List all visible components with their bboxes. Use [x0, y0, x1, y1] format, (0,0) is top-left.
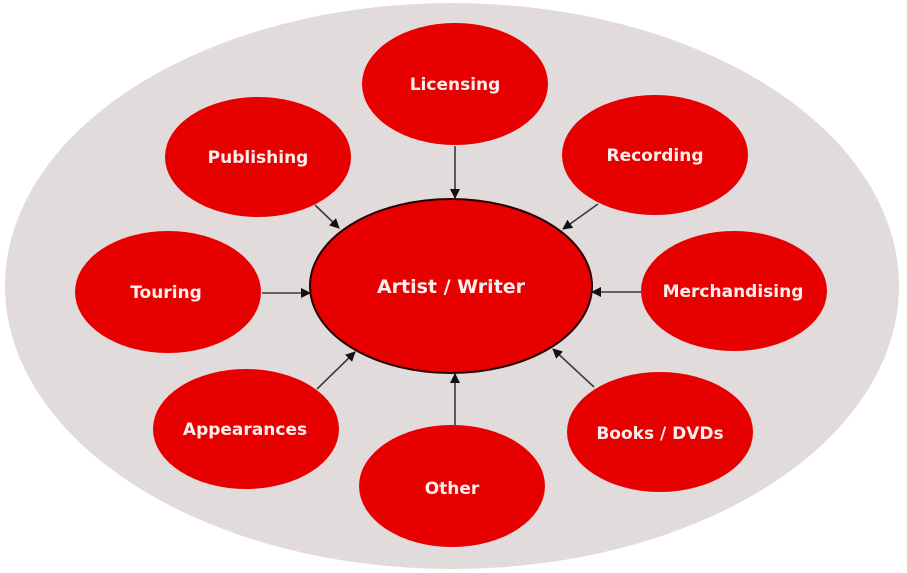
- center-node: Artist / Writer: [309, 198, 593, 374]
- node-recording: Recording: [562, 95, 748, 215]
- center-node-shape: [309, 198, 593, 374]
- node-books-dvds-label: Books / DVDs: [596, 424, 723, 444]
- node-merchandising-shape: [641, 231, 827, 351]
- edge-recording: [562, 203, 599, 230]
- node-licensing-label: Licensing: [410, 75, 501, 95]
- node-other-label: Other: [425, 479, 480, 499]
- node-other-shape: [359, 425, 545, 547]
- edge-appearances: [316, 351, 356, 390]
- edge-publishing: [314, 204, 340, 229]
- node-other: Other: [359, 425, 545, 547]
- node-merchandising: Merchandising: [641, 231, 827, 351]
- node-appearances-shape: [153, 369, 339, 489]
- edge-books-dvds: [552, 348, 595, 388]
- node-appearances-label: Appearances: [183, 420, 307, 440]
- node-touring-shape: [75, 231, 261, 353]
- node-touring-label: Touring: [130, 283, 202, 303]
- node-publishing: Publishing: [165, 97, 351, 217]
- node-books-dvds-shape: [567, 372, 753, 492]
- node-publishing-shape: [165, 97, 351, 217]
- node-merchandising-label: Merchandising: [663, 282, 804, 302]
- edges: [262, 146, 641, 425]
- node-appearances: Appearances: [153, 369, 339, 489]
- node-recording-shape: [562, 95, 748, 215]
- node-publishing-label: Publishing: [208, 148, 309, 168]
- node-books-dvds: Books / DVDs: [567, 372, 753, 492]
- node-licensing: Licensing: [362, 23, 548, 145]
- node-touring: Touring: [75, 231, 261, 353]
- node-licensing-shape: [362, 23, 548, 145]
- center-node-label: Artist / Writer: [377, 276, 526, 298]
- node-recording-label: Recording: [606, 146, 703, 166]
